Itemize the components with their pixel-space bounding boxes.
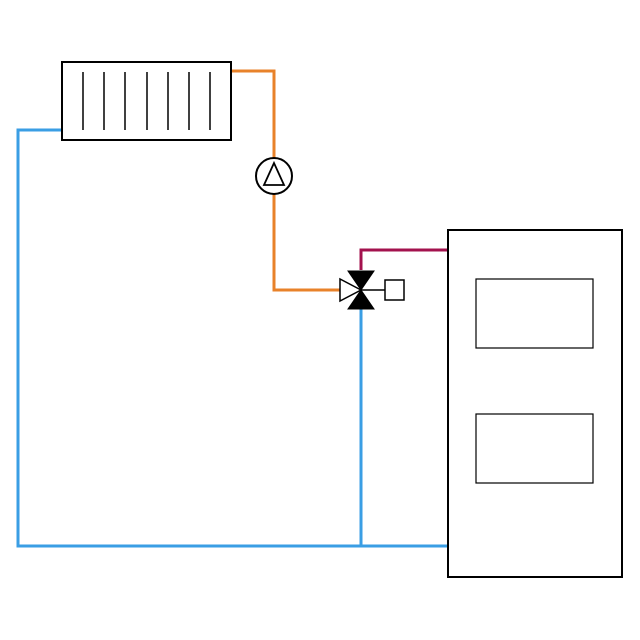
- actuator-icon: [361, 279, 405, 301]
- boiler-flow-pipe: [359, 248, 448, 270]
- boiler-icon: [447, 229, 623, 578]
- boiler-panel-lower: [475, 413, 594, 484]
- radiator-icon: [61, 61, 232, 141]
- radiator-fins: [82, 72, 211, 130]
- three-way-valve-icon: [339, 270, 375, 310]
- boiler-panel-upper: [475, 278, 594, 349]
- pump-icon: [255, 157, 293, 195]
- return-pipe: [16, 128, 448, 548]
